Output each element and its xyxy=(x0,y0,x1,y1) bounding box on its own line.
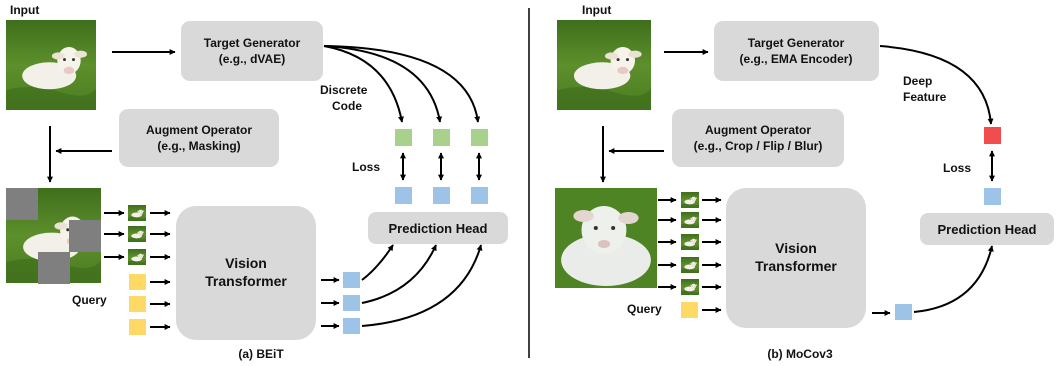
mocov3-patch-token xyxy=(681,279,699,295)
beit-target-generator-example: (e.g., dVAE) xyxy=(219,52,285,66)
beit-target-code xyxy=(433,129,450,146)
mocov3-deep-feature-label-2: Feature xyxy=(903,90,947,104)
mocov3-query-label: Query xyxy=(627,302,662,316)
beit-masked-image xyxy=(6,188,102,284)
beit-vit-title-2: Transformer xyxy=(205,273,287,289)
beit-code-arrow xyxy=(323,45,481,123)
beit-target-code xyxy=(471,129,488,146)
beit-target-code xyxy=(395,129,412,146)
masked-patch xyxy=(38,252,70,284)
mocov3-query-token xyxy=(681,302,698,318)
beit-target-generator-box xyxy=(181,21,323,81)
mocov3-patch-token xyxy=(681,212,699,228)
beit-output-token xyxy=(343,318,360,334)
beit-augment-operator-example: (e.g., Masking) xyxy=(157,139,240,153)
beit-discrete-code-label-1: Discrete xyxy=(320,83,368,97)
mocov3-prediction-token xyxy=(984,188,1001,205)
mocov3-prediction-head-label: Prediction Head xyxy=(938,222,1037,237)
beit-query-token xyxy=(129,274,146,290)
mocov3-deep-feature-label-1: Deep xyxy=(903,74,932,88)
beit-loss-label: Loss xyxy=(352,160,380,174)
masked-patch xyxy=(6,188,38,220)
beit-input-label: Input xyxy=(10,3,39,17)
beit-panel: Input Target Generator (e.g., dVAE) Augm… xyxy=(6,3,508,361)
mocov3-loss-label: Loss xyxy=(943,161,971,175)
beit-prediction-head-label: Prediction Head xyxy=(389,221,488,236)
mocov3-patch-token xyxy=(681,192,699,208)
mocov3-augment-operator-example: (e.g., Crop / Flip / Blur) xyxy=(694,139,823,153)
mocov3-target-feature xyxy=(984,127,1001,144)
mocov3-panel: Input Target Generator (e.g., EMA Encode… xyxy=(555,3,1054,361)
mocov3-target-generator-title: Target Generator xyxy=(748,36,845,50)
mocov3-vit-title-2: Transformer xyxy=(755,258,837,274)
beit-patch-token xyxy=(128,226,146,242)
mocov3-input-label: Input xyxy=(582,3,611,17)
mocov3-target-generator-example: (e.g., EMA Encoder) xyxy=(740,52,853,66)
beit-augment-operator-title: Augment Operator xyxy=(146,123,252,137)
beit-vit-title-1: Vision xyxy=(225,255,267,271)
mocov3-caption: (b) MoCov3 xyxy=(767,347,833,361)
beit-prediction-token xyxy=(471,187,488,204)
mocov3-augmented-image xyxy=(555,188,657,288)
mocov3-augment-operator-title: Augment Operator xyxy=(705,123,811,137)
beit-head-arrow xyxy=(361,244,437,304)
beit-patch-token xyxy=(128,205,146,221)
mocov3-patch-token xyxy=(681,257,699,273)
beit-vit-box xyxy=(176,206,316,340)
beit-output-token xyxy=(343,295,360,311)
beit-head-arrow xyxy=(361,244,483,327)
mocov3-input-image xyxy=(557,20,651,110)
mocov3-patch-token xyxy=(681,234,699,250)
mocov3-output-token xyxy=(895,304,912,320)
beit-query-token xyxy=(129,319,146,335)
mocov3-head-arrow xyxy=(913,245,994,313)
mocov3-prediction-head-box xyxy=(920,213,1054,245)
beit-code-arrow xyxy=(323,45,404,123)
beit-prediction-token xyxy=(395,187,412,204)
beit-discrete-code-label-2: Code xyxy=(332,99,362,113)
beit-patch-token xyxy=(128,249,146,265)
beit-prediction-head-box xyxy=(368,212,508,244)
beit-head-arrow xyxy=(361,244,394,281)
beit-query-token xyxy=(129,296,146,312)
beit-augment-operator-box xyxy=(119,109,279,167)
mocov3-vit-box xyxy=(726,188,866,328)
masked-patch xyxy=(69,220,101,252)
mocov3-target-generator-box xyxy=(714,21,879,81)
mocov3-feature-arrow xyxy=(879,45,994,125)
beit-query-label: Query xyxy=(72,293,107,307)
beit-target-generator-title: Target Generator xyxy=(204,36,301,50)
beit-output-token xyxy=(343,272,360,288)
mocov3-vit-title-1: Vision xyxy=(775,240,817,256)
beit-code-arrow xyxy=(323,45,443,123)
beit-prediction-token xyxy=(433,187,450,204)
beit-input-image xyxy=(6,20,96,110)
mocov3-augment-operator-box xyxy=(672,109,844,167)
beit-caption: (a) BEiT xyxy=(238,347,284,361)
